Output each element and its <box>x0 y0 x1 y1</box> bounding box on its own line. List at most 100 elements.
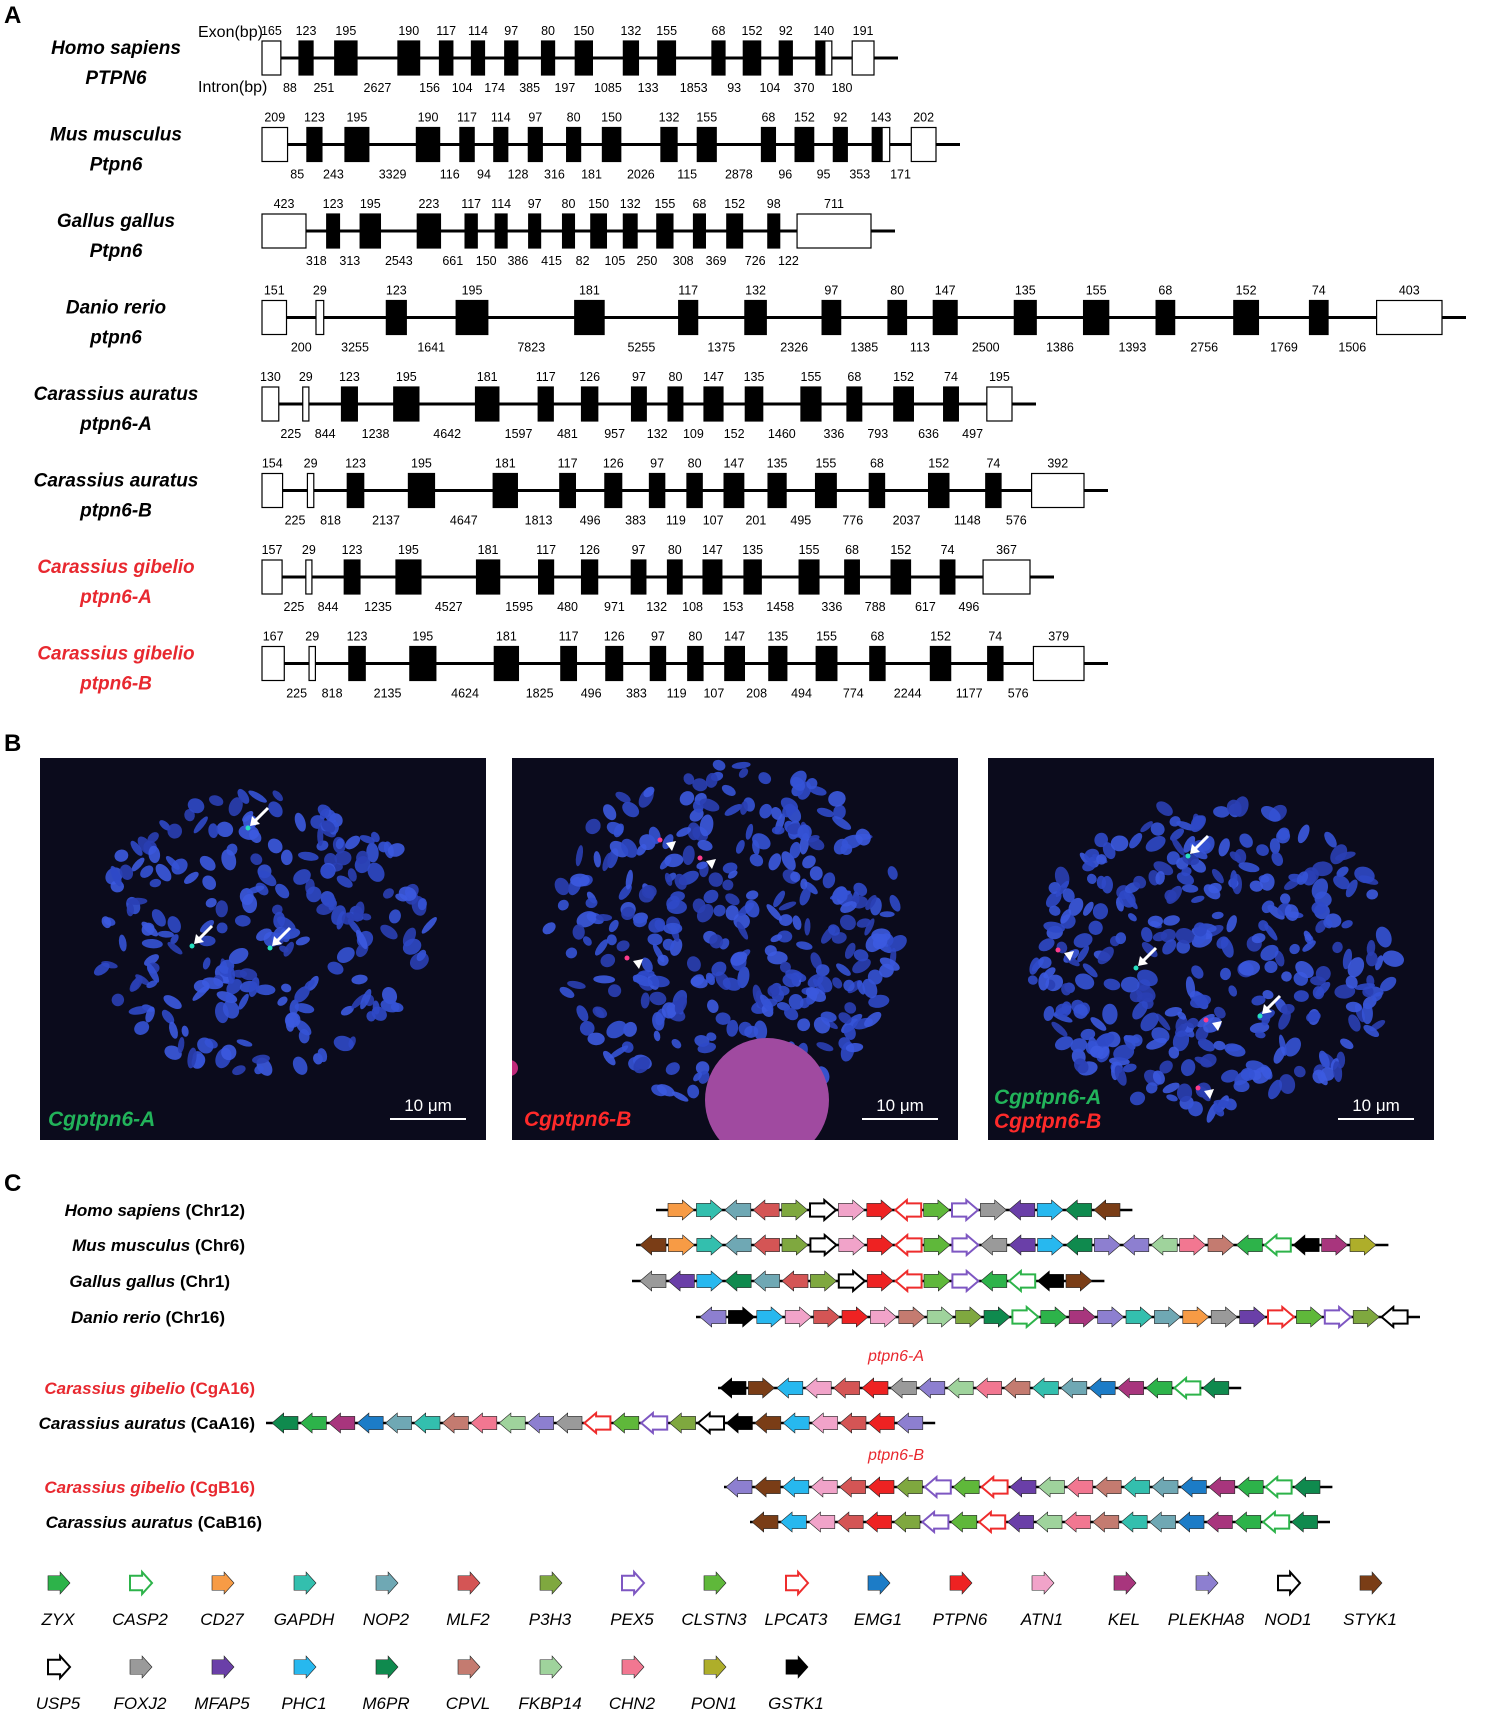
intron-size-label: 818 <box>322 687 343 701</box>
exon-size-label: 165 <box>261 24 282 38</box>
chromosome <box>585 818 601 835</box>
gene-arrow-ptpn6 <box>867 1412 895 1434</box>
exon-box <box>393 386 420 422</box>
gene-arrow-atn1 <box>870 1306 897 1328</box>
chromosome <box>768 853 782 871</box>
exon-box <box>315 299 325 336</box>
chromosome <box>740 801 748 815</box>
exon-header: Exon(bp) <box>198 24 263 41</box>
gene-arrow-cd27 <box>1182 1306 1210 1328</box>
chromosome <box>738 768 749 778</box>
exon-size-label: 223 <box>418 197 439 211</box>
exon-size-label: 97 <box>824 284 838 298</box>
chromosome <box>1269 838 1281 854</box>
exon-box <box>742 40 762 76</box>
exon-box <box>987 645 1004 682</box>
chromosome <box>1295 961 1314 979</box>
legend-arrow-mfap5 <box>211 1655 235 1679</box>
chromosome <box>1226 915 1237 933</box>
chromosome <box>712 759 726 771</box>
chromosome <box>805 986 827 1002</box>
intron-size-label: 1375 <box>707 341 735 355</box>
exon-size-label: 135 <box>744 370 765 384</box>
chromosome <box>238 993 249 1010</box>
exon-box <box>666 559 683 595</box>
intron-size-label: 385 <box>519 81 540 95</box>
intron-size-label: 2500 <box>972 341 1000 355</box>
exon-box <box>261 40 282 76</box>
intron-size-label: 336 <box>824 427 845 441</box>
gene-arrow-phc1 <box>1037 1234 1065 1256</box>
gene-name: ptpn6-A <box>79 587 152 608</box>
chromosome <box>709 934 724 949</box>
chromosome <box>711 961 727 977</box>
chromosome <box>1249 880 1264 892</box>
intron-size-label: 844 <box>318 600 339 614</box>
chromosome <box>283 941 294 957</box>
chromosome <box>149 878 162 888</box>
exon-size-label: 80 <box>567 111 581 125</box>
gene-arrow-plekha8 <box>1094 1234 1121 1256</box>
gene-arrow-cpvl <box>1092 1511 1120 1533</box>
gene-arrow-fkbp14 <box>946 1377 974 1399</box>
exon-box <box>1030 472 1085 509</box>
exon-size-label: 181 <box>495 457 516 471</box>
chromosome <box>134 1021 150 1035</box>
chromosome <box>347 868 357 882</box>
chromosome <box>1229 851 1242 862</box>
exon-box <box>667 386 684 422</box>
intron-size-label: 1460 <box>768 427 796 441</box>
gene-arrow-zyx <box>1040 1306 1068 1328</box>
exon-size-label: 155 <box>1086 284 1107 298</box>
chromosome <box>199 855 216 871</box>
chromosome <box>674 996 687 1014</box>
synteny-row: Danio rerio (Chr16) <box>71 1304 1420 1330</box>
intron-size-label: 481 <box>557 427 578 441</box>
gene-arrow-ptpn6 <box>865 1511 892 1533</box>
gene-arrow-ptpn6 <box>866 1234 894 1256</box>
chromosome <box>184 809 195 822</box>
intron-size-label: 494 <box>791 687 812 701</box>
intron-size-label: 776 <box>842 514 863 528</box>
synteny-row: Homo sapiens (Chr12) <box>65 1197 1133 1223</box>
gene-arrow-fkbp14 <box>1035 1511 1063 1533</box>
exon-box <box>574 40 593 76</box>
chromosome <box>402 938 422 955</box>
gene-arrow-phc1 <box>779 1511 807 1533</box>
gene-arrow-gapdh <box>1123 1476 1150 1498</box>
chromosome <box>633 1056 650 1074</box>
chromosome <box>879 911 895 918</box>
intron-size-label: 1235 <box>364 600 392 614</box>
chromosome <box>216 821 234 838</box>
gene-arrow-p3h3 <box>955 1306 983 1328</box>
probe-label-3a: Cgptpn6-A <box>994 1086 1102 1109</box>
chromosome <box>664 872 673 886</box>
exon-size-label: 195 <box>360 197 381 211</box>
chromosome <box>790 871 801 883</box>
ptpn6-locus-label: ptpn6-A <box>867 1348 924 1365</box>
intron-size-label: 308 <box>673 254 694 268</box>
chromosome <box>766 904 782 921</box>
chromosome <box>1260 944 1279 961</box>
intron-size-label: 2543 <box>385 254 413 268</box>
chromosome <box>1185 976 1196 998</box>
exon-box <box>474 386 500 422</box>
exon-size-label: 126 <box>604 630 625 644</box>
chromosome <box>640 992 650 1009</box>
gene-arrow-atn1 <box>838 1199 865 1221</box>
chromosome <box>791 776 806 791</box>
chromosome <box>796 941 813 950</box>
gene-arrow-gapdh <box>1031 1377 1059 1399</box>
chromosome <box>773 890 786 908</box>
chromosome <box>879 963 894 978</box>
chromosome <box>1348 1014 1361 1032</box>
intron-size-label: 104 <box>760 81 781 95</box>
exon-box <box>986 386 1013 422</box>
signal-arrowhead <box>633 959 643 969</box>
synteny-row-label: Carassius gibelio (CgB16) <box>44 1478 255 1497</box>
gene-arrow-m6pr <box>1065 1199 1092 1221</box>
exon-box <box>887 299 908 336</box>
chromosome <box>159 820 171 831</box>
chromosome <box>839 914 856 931</box>
gene-arrow-foxj2 <box>980 1234 1008 1256</box>
